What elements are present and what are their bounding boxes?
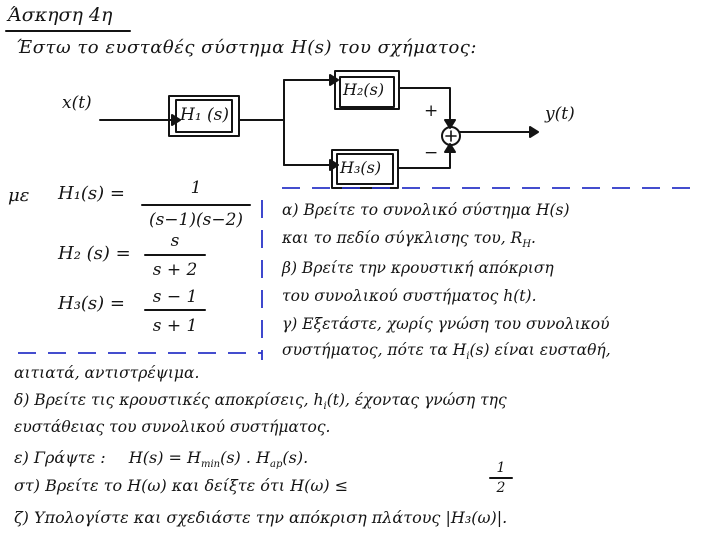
given-prefix: με bbox=[8, 185, 30, 206]
output-label: y(t) bbox=[545, 104, 575, 124]
part-a-line2-sub: H bbox=[522, 239, 532, 251]
part-e-ap-sub: ap bbox=[270, 459, 283, 471]
h1-denominator: (s−1)(s−2) bbox=[148, 210, 244, 230]
part-e-label: ε) Γράψτε : bbox=[14, 448, 106, 467]
h2-lhs: H₂ (s) = bbox=[58, 243, 131, 264]
h3-lhs: H₃(s) = bbox=[58, 293, 125, 314]
sum-minus-sign: − bbox=[424, 143, 439, 163]
part-c-line1: γ) Εξετάστε, χωρίς γνώση του συνολικού bbox=[282, 315, 610, 333]
part-e-min-sub: min bbox=[200, 459, 221, 471]
part-e-eq-end: (s). bbox=[282, 448, 309, 467]
part-e-equation: H(s) = Hmin(s) . Hap(s). bbox=[128, 448, 309, 471]
part-c-line2-sub: i bbox=[466, 351, 470, 363]
part-e-eq-start: H(s) = H bbox=[128, 448, 201, 467]
part-e: ε) Γράψτε : H(s) = Hmin(s) . Hap(s). bbox=[14, 450, 308, 470]
h3-numerator: s − 1 bbox=[152, 287, 198, 307]
part-z: ζ) Υπολογίστε και σχεδιάστε την απόκριση… bbox=[14, 508, 508, 527]
part-c-line3: αιτιατά, αντιστρέψιμα. bbox=[14, 364, 200, 382]
part-d-line1: δ) Βρείτε τις κρουστικές αποκρίσεις, hi(… bbox=[14, 391, 507, 413]
h2-denominator: s + 2 bbox=[152, 260, 198, 280]
part-a-line2: και το πεδίο σύγκλισης του, RH. bbox=[282, 229, 536, 251]
part-c-line2-end: (s) είναι ευσταθή, bbox=[469, 341, 611, 359]
input-label: x(t) bbox=[62, 93, 92, 113]
h1-lhs: H₁(s) = bbox=[58, 183, 125, 204]
part-b-line1: β) Βρείτε την κρουστική απόκριση bbox=[282, 259, 554, 277]
part-d-line1-sub: i bbox=[323, 401, 327, 413]
part-e-eq-mid: (s) . H bbox=[220, 448, 270, 467]
h2-numerator: s bbox=[170, 231, 180, 251]
sum-plus-sign: + bbox=[424, 101, 439, 121]
part-d-line2: ευστάθειας του συνολικού συστήματος. bbox=[14, 418, 331, 436]
block-h1-label: H₁ (s) bbox=[180, 105, 230, 125]
h1-numerator: 1 bbox=[190, 178, 202, 198]
intro-text: Έστω το ευσταθές σύστημα H(s) του σχήματ… bbox=[16, 37, 477, 58]
part-a-line1: α) Βρείτε το συνολικό σύστημα H(s) bbox=[282, 201, 570, 219]
part-st: στ) Βρείτε το H(ω) και δείξτε ότι H(ω) ≤ bbox=[14, 476, 349, 495]
part-st-numerator: 1 bbox=[496, 460, 506, 476]
part-a-line2-text: και το πεδίο σύγκλισης του, R bbox=[282, 229, 523, 247]
block-h3-label: H₃(s) bbox=[340, 158, 382, 177]
block-h2-label: H₂(s) bbox=[343, 80, 385, 99]
part-st-denominator: 2 bbox=[496, 480, 506, 496]
part-c-line2-text: συστήματος, πότε τα H bbox=[282, 341, 467, 359]
part-c-line2: συστήματος, πότε τα Hi(s) είναι ευσταθή, bbox=[282, 341, 611, 363]
part-d-line1-text: δ) Βρείτε τις κρουστικές αποκρίσεις, h bbox=[14, 391, 324, 409]
part-b-line2: του συνολικού συστήματος h(t). bbox=[282, 287, 537, 305]
part-d-line1-end: (t), έχοντας γνώση της bbox=[326, 391, 507, 409]
h3-denominator: s + 1 bbox=[152, 316, 198, 336]
part-a-line2-dot: . bbox=[531, 229, 536, 247]
exercise-title: Άσκηση 4η bbox=[8, 4, 113, 26]
